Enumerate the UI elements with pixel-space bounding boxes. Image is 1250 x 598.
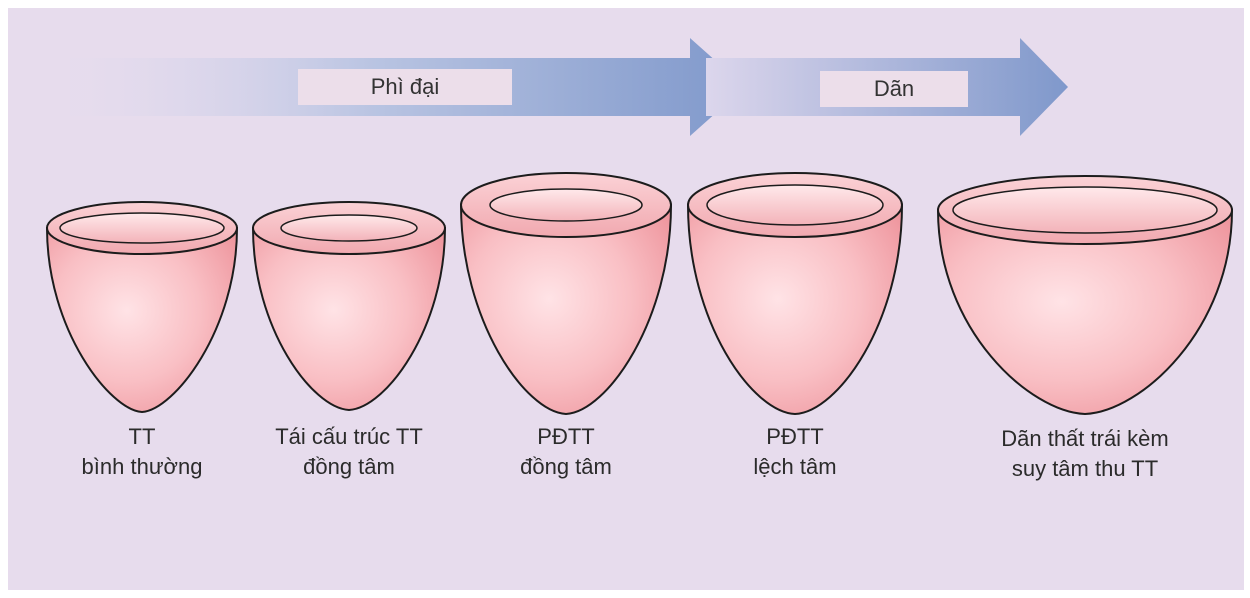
heart-label-line1: Tái cấu trúc TT [240,422,458,452]
hypertrophy-label: Phì đại [298,69,512,105]
heart-label-line2: đồng tâm [466,452,666,482]
heart-label-line2: đồng tâm [240,452,458,482]
heart-label-line2: bình thường [47,452,237,482]
dilation-label: Dãn [820,71,968,107]
heart-label-line2: lệch tâm [695,452,895,482]
heart-label-line2: suy tâm thu TT [950,454,1220,484]
heart-label-line1: PĐTT [466,422,666,452]
heart-label-eccentric-hypertrophy: PĐTT lệch tâm [695,422,895,482]
heart-label-concentric-hypertrophy: PĐTT đồng tâm [466,422,666,482]
heart-label-normal: TT bình thường [47,422,237,482]
heart-label-line1: PĐTT [695,422,895,452]
heart-label-line1: Dãn thất trái kèm [950,424,1220,454]
heart-label-line1: TT [47,422,237,452]
heart-label-dilated-systolic-failure: Dãn thất trái kèm suy tâm thu TT [950,424,1220,484]
heart-label-concentric-remodeling: Tái cấu trúc TT đồng tâm [240,422,458,482]
